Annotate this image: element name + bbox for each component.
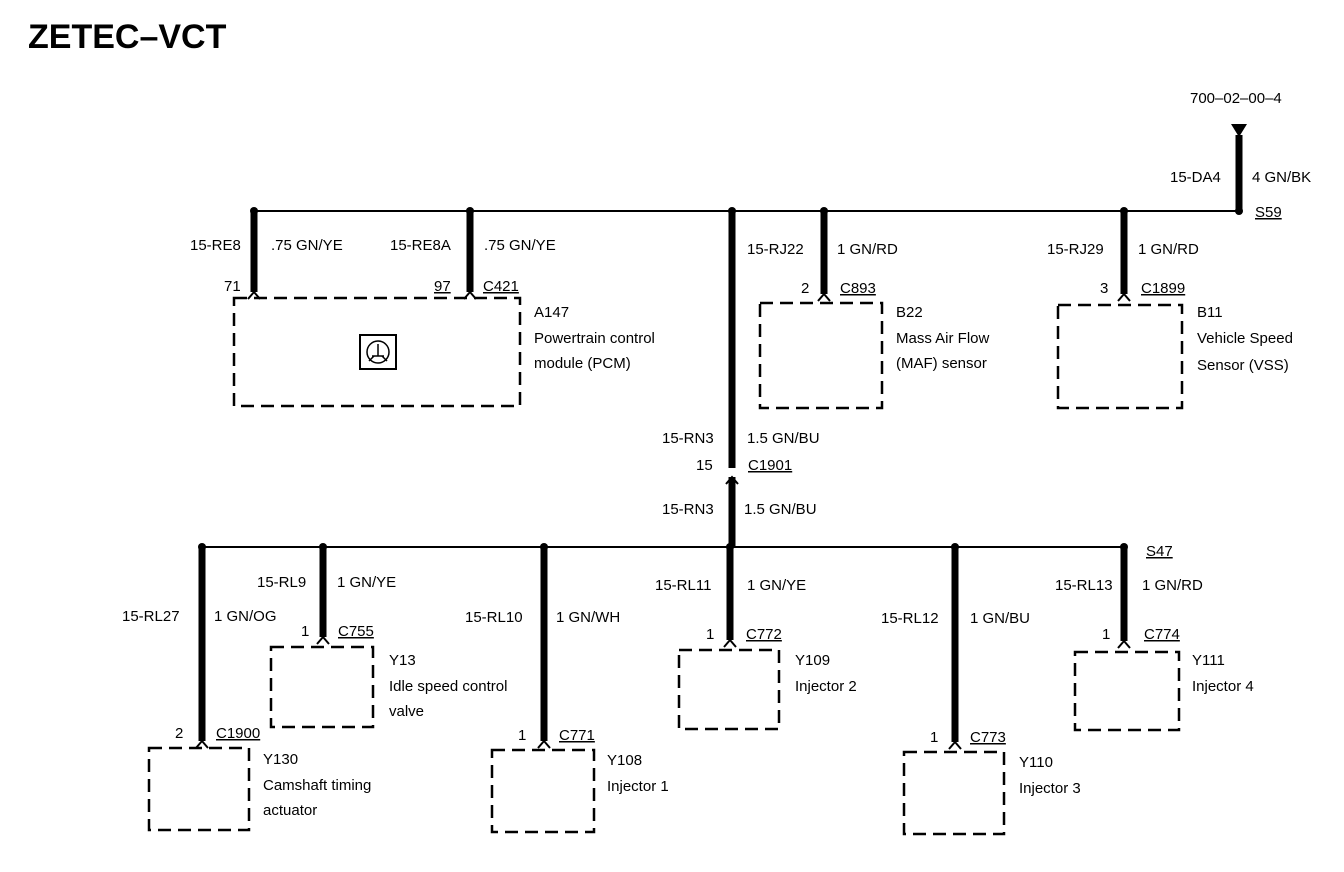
splice-s47: S47: [1146, 543, 1173, 560]
y130-pin: 2: [175, 725, 183, 742]
y130-wire: 1 GN/OG: [214, 608, 277, 625]
y130-connector: C1900: [216, 725, 260, 742]
y110-pin: 1: [930, 729, 938, 746]
pin-chevron-icon: [247, 290, 261, 300]
y111-name-line1: Injector 4: [1192, 678, 1254, 695]
vss-circuit: 15-RJ29: [1047, 241, 1104, 258]
pin-chevron-icon: [463, 290, 477, 300]
y108-pin: 1: [518, 727, 526, 744]
y13-connector: C755: [338, 623, 374, 640]
y108-circuit: 15-RL10: [465, 609, 523, 626]
pin-chevron-icon: [195, 739, 209, 749]
y109-connector: C772: [746, 626, 782, 643]
feed-wire-label: 4 GN/BK: [1252, 169, 1311, 186]
y13-wire: 1 GN/YE: [337, 574, 396, 591]
trunk-wire-lower-label: 1.5 GN/BU: [744, 501, 817, 518]
y111-circuit: 15-RL13: [1055, 577, 1113, 594]
junction-dot: [1235, 207, 1243, 215]
y109-circuit: 15-RL11: [655, 577, 711, 594]
vss-sensor-box: [1056, 303, 1184, 410]
maf-name-line2: (MAF) sensor: [896, 355, 987, 372]
y13-pin: 1: [301, 623, 309, 640]
y110-connector: C773: [970, 729, 1006, 746]
y110-box: [902, 750, 1006, 836]
y109-wire: 1 GN/YE: [747, 577, 806, 594]
trunk-circuit-lower: 15-RN3: [662, 501, 714, 518]
pcm-module-box: [232, 296, 522, 408]
pcm-id: A147: [534, 304, 569, 321]
y13-name-line1: Idle speed control: [389, 678, 507, 695]
pin-chevron-icon: [316, 635, 330, 645]
pin-chevron-icon: [948, 740, 962, 750]
vss-wire: 1 GN/RD: [1138, 241, 1199, 258]
vss-id: B11: [1197, 304, 1223, 321]
y108-box: [490, 748, 596, 834]
y130-box: [147, 746, 251, 832]
trunk-circuit-upper: 15-RN3: [662, 430, 714, 447]
pcm-circuit-97: 15-RE8A: [390, 237, 451, 254]
y111-connector: C774: [1144, 626, 1180, 643]
y13-id: Y13: [389, 652, 416, 669]
vss-pin: 3: [1100, 280, 1108, 297]
maf-name-line1: Mass Air Flow: [896, 330, 990, 347]
pcm-circuit-71: 15-RE8: [190, 237, 241, 254]
transistor-icon: [359, 334, 397, 370]
pin-chevron-icon: [817, 292, 831, 302]
y130-name-line2: actuator: [263, 802, 317, 819]
y13-circuit: 15-RL9: [257, 574, 306, 591]
pcm-name-line2: module (PCM): [534, 355, 631, 372]
y109-pin: 1: [706, 626, 714, 643]
maf-id: B22: [896, 304, 923, 321]
y108-name-line1: Injector 1: [607, 778, 669, 795]
diagram-title: ZETEC–VCT: [28, 18, 227, 56]
vss-name-line1: Vehicle Speed: [1197, 330, 1293, 347]
y111-box: [1073, 650, 1181, 732]
reference-number: 700–02–00–4: [1190, 90, 1282, 107]
y108-connector: C771: [559, 727, 595, 744]
pcm-pin-97: 97: [434, 278, 451, 295]
feed-circuit: 15-DA4: [1170, 169, 1221, 186]
y109-id: Y109: [795, 652, 830, 669]
y110-circuit: 15-RL12: [881, 610, 939, 627]
maf-sensor-box: [758, 301, 884, 410]
pin-chevron-icon: [723, 638, 737, 648]
y110-wire: 1 GN/BU: [970, 610, 1030, 627]
y13-box: [269, 645, 375, 729]
trunk-connector: C1901: [748, 457, 792, 474]
vss-connector: C1899: [1141, 280, 1185, 297]
y108-id: Y108: [607, 752, 642, 769]
maf-connector: C893: [840, 280, 876, 297]
pcm-wire-97: .75 GN/YE: [484, 237, 556, 254]
pcm-connector: C421: [483, 278, 519, 295]
pcm-pin-71: 71: [224, 278, 241, 295]
maf-pin: 2: [801, 280, 809, 297]
y111-pin: 1: [1102, 626, 1110, 643]
y130-id: Y130: [263, 751, 298, 768]
pin-chevron-icon: [1117, 639, 1131, 649]
y109-box: [677, 648, 781, 731]
splice-s59: S59: [1255, 204, 1282, 221]
trunk-pin: 15: [696, 457, 713, 474]
trunk-wire-upper-label: 1.5 GN/BU: [747, 430, 820, 447]
maf-wire: 1 GN/RD: [837, 241, 898, 258]
y111-id: Y111: [1192, 652, 1225, 669]
pcm-name-line1: Powertrain control: [534, 330, 655, 347]
y108-wire: 1 GN/WH: [556, 609, 620, 626]
vss-name-line2: Sensor (VSS): [1197, 357, 1289, 374]
pcm-wire-71: .75 GN/YE: [271, 237, 343, 254]
y110-id: Y110: [1019, 754, 1053, 771]
y130-name-line1: Camshaft timing: [263, 777, 371, 794]
y13-name-line2: valve: [389, 703, 424, 720]
pin-chevron-icon: [537, 739, 551, 749]
y111-wire: 1 GN/RD: [1142, 577, 1203, 594]
y130-circuit: 15-RL27: [122, 608, 180, 625]
feed-arrow-icon: [1231, 124, 1247, 137]
pin-chevron-icon: [1117, 292, 1131, 302]
y109-name-line1: Injector 2: [795, 678, 857, 695]
y110-name-line1: Injector 3: [1019, 780, 1081, 797]
maf-circuit: 15-RJ22: [747, 241, 804, 258]
